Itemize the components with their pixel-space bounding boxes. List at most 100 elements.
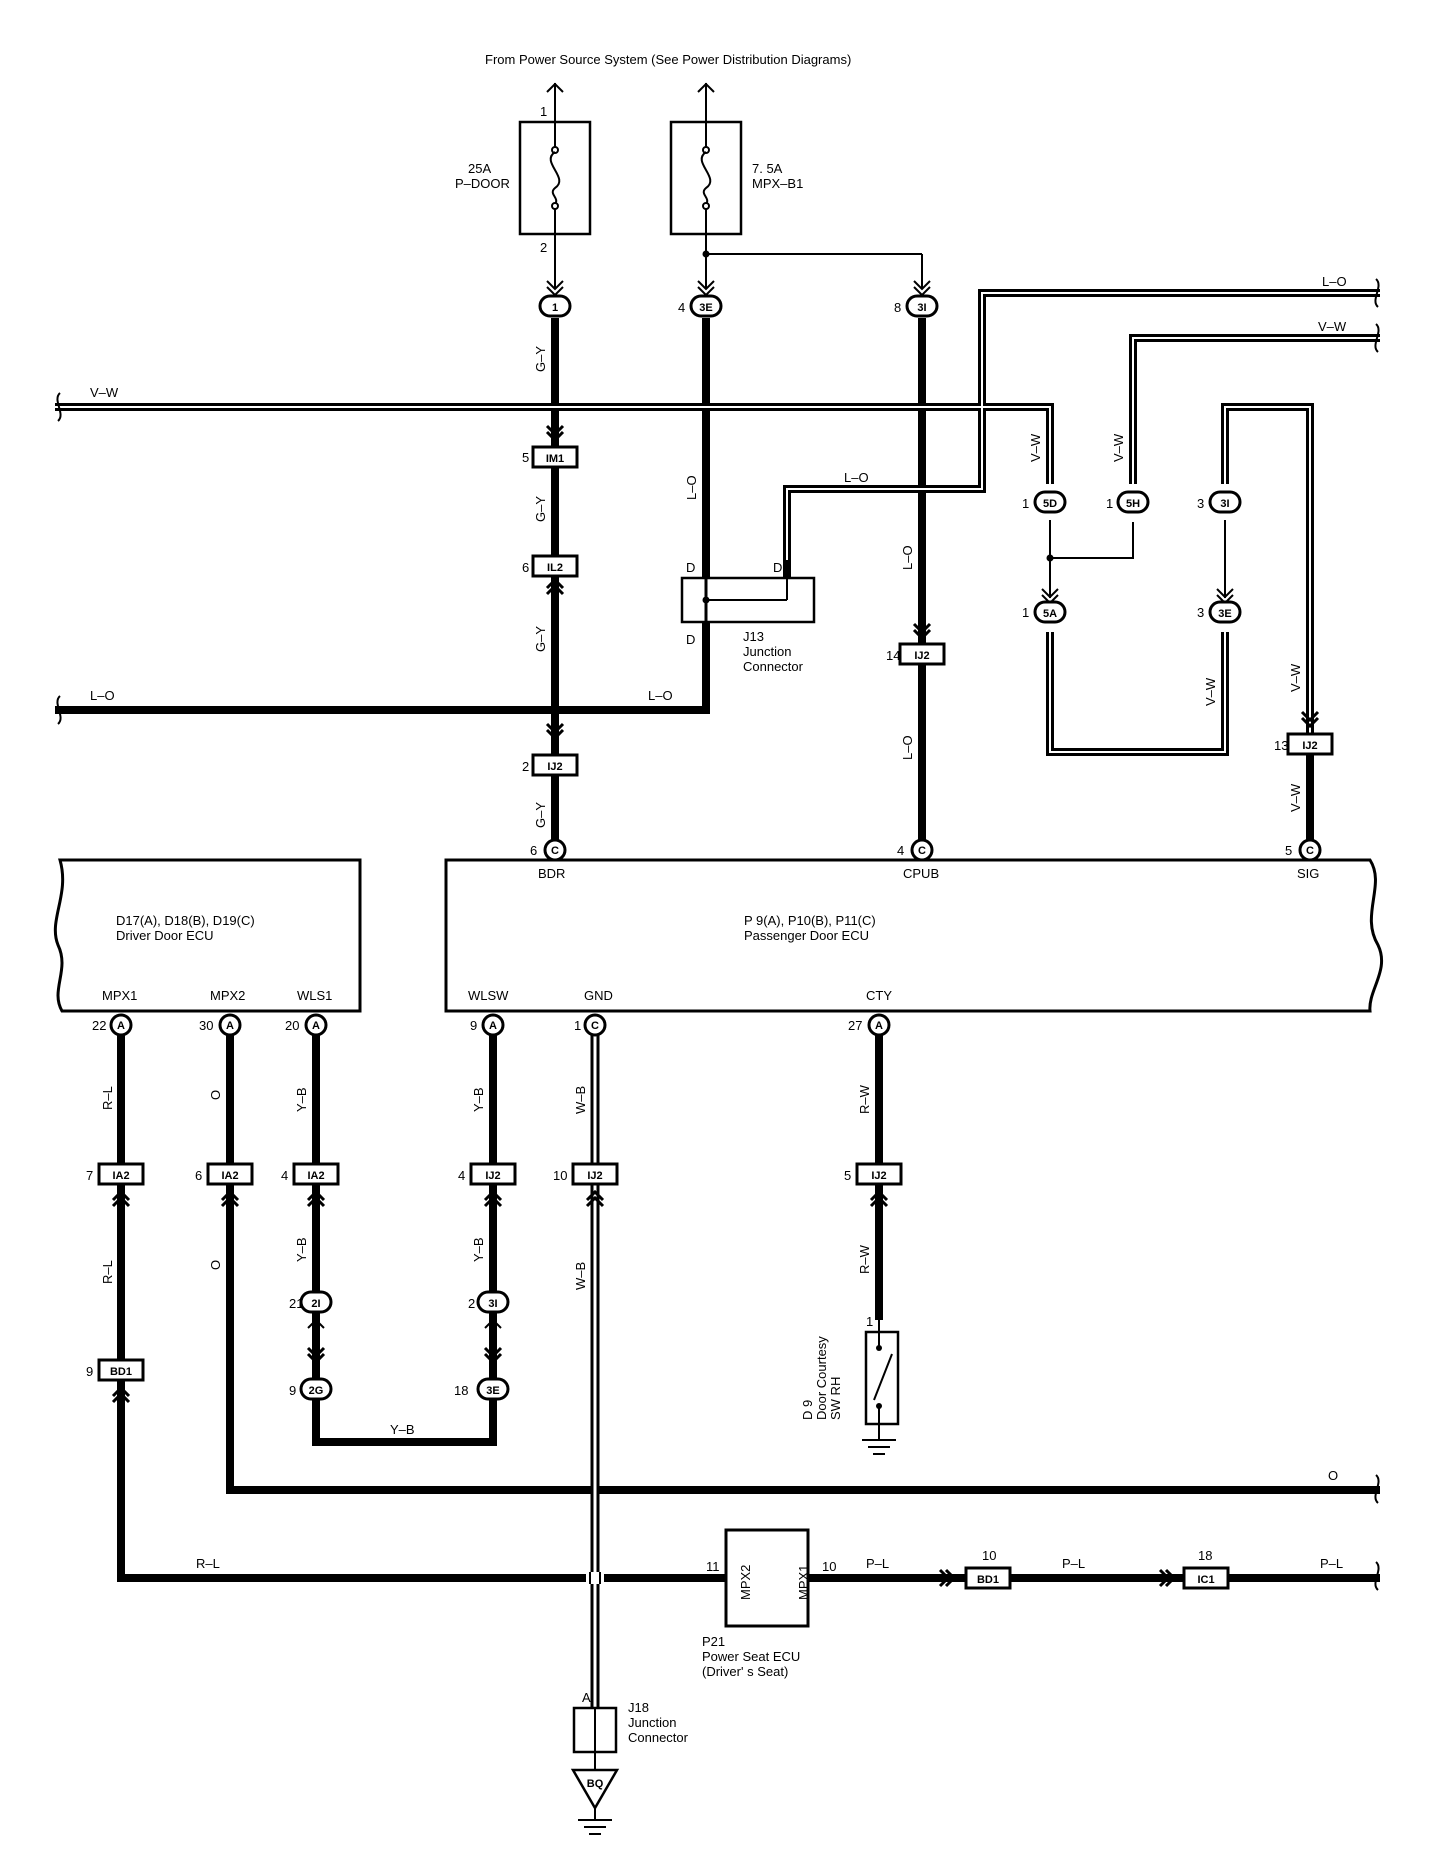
diagram-label: 9	[470, 1018, 477, 1033]
diagram-label: 3E	[1218, 608, 1231, 620]
diagram-label: 6	[522, 560, 529, 575]
connector-ia2-6: 6 IA2	[195, 1162, 254, 1186]
diagram-label: IJ2	[914, 650, 929, 662]
diagram-label: V–W	[1203, 677, 1218, 706]
diagram-label: 6	[530, 843, 537, 858]
diagram-label: IJ2	[587, 1170, 602, 1182]
connector-im1: 5 IM1	[522, 445, 579, 469]
connector-1: 1	[538, 294, 572, 318]
diagram-label: Y–B	[471, 1237, 486, 1262]
diagram-label: J13	[743, 629, 764, 644]
diagram-label: 5A	[1043, 608, 1057, 620]
diagram-label: 2G	[309, 1385, 324, 1397]
diagram-label: L–O	[844, 470, 869, 485]
diagram-label: G–Y	[533, 496, 548, 522]
diagram-label: J18	[628, 1700, 649, 1715]
pin-wlsw-a: 9 A	[470, 1013, 505, 1037]
diagram-label: IJ2	[1302, 740, 1317, 752]
diagram-label: 3	[1197, 605, 1204, 620]
diagram-label: 5H	[1126, 498, 1140, 510]
diagram-label: 2	[540, 240, 547, 255]
diagram-label: Driver Door ECU	[116, 928, 214, 943]
pin-cty-a: 27 A	[848, 1013, 891, 1037]
fuse-p-door: 1 25A P–DOOR 2	[455, 104, 592, 255]
pin-wls1-a: 20 A	[285, 1013, 328, 1037]
pin-sig-c: 5 C	[1285, 838, 1322, 862]
connector-ij2-4: 4 IJ2	[458, 1162, 517, 1186]
connector-5d: 1 5D	[1022, 490, 1067, 514]
connector-3e-top: 4 3E	[678, 294, 723, 318]
diagram-label: P21	[702, 1634, 725, 1649]
diagram-label: 5D	[1043, 498, 1057, 510]
diagram-label: V–W	[1288, 783, 1303, 812]
diagram-label: Y–B	[294, 1237, 309, 1262]
diagram-label: O	[208, 1090, 223, 1100]
diagram-label: A	[875, 1020, 883, 1032]
diagram-label: R–L	[100, 1086, 115, 1110]
diagram-label: Junction	[743, 644, 791, 659]
diagram-label: MPX2	[210, 988, 245, 1003]
diagram-label: C	[551, 845, 559, 857]
diagram-label: O	[1328, 1468, 1338, 1483]
diagram-label: WLS1	[297, 988, 332, 1003]
diagram-label: 3E	[486, 1385, 499, 1397]
diagram-label: 5	[1285, 843, 1292, 858]
diagram-label: D	[686, 632, 695, 647]
passenger-door-ecu: BDR CPUB SIG P 9(A), P10(B), P11(C) Pass…	[444, 858, 1384, 1013]
fuse-p-door-name: P–DOOR	[455, 176, 510, 191]
connector-ij2-2: 2 IJ2	[522, 753, 579, 777]
diagram-label: R–W	[857, 1084, 872, 1114]
connector-ia2-4: 4 IA2	[281, 1162, 340, 1186]
diagram-label: 30	[199, 1018, 213, 1033]
diagram-label: BD1	[977, 1574, 999, 1586]
diagram-label: 18	[1198, 1548, 1212, 1563]
diagram-label: MPX2	[738, 1565, 753, 1600]
diagram-label: 1	[1106, 496, 1113, 511]
diagram-label: 1	[552, 302, 558, 314]
diagram-label: A	[312, 1020, 320, 1032]
j18-junction-connector: A J18 Junction Connector	[572, 1690, 689, 1754]
diagram-label: 4	[281, 1168, 288, 1183]
diagram-label: A	[226, 1020, 234, 1032]
connector-5a: 1 5A	[1022, 600, 1067, 624]
diagram-label: 2	[522, 759, 529, 774]
diagram-label: P–L	[866, 1556, 889, 1571]
diagram-label: 1	[866, 1314, 873, 1329]
diagram-label: BDR	[538, 866, 565, 881]
diagram-label: A	[117, 1020, 125, 1032]
diagram-label: 5	[522, 450, 529, 465]
diagram-label: R–W	[857, 1244, 872, 1274]
diagram-label: 4	[458, 1168, 465, 1183]
fuse-mpx-b1-amps: 7. 5A	[752, 161, 783, 176]
diagram-label: V–W	[1288, 663, 1303, 692]
diagram-label: Connector	[743, 659, 804, 674]
connector-2i: 21 2I	[289, 1290, 333, 1314]
pin-cpub-c: 4 C	[897, 838, 934, 862]
diagram-label: R–L	[100, 1260, 115, 1284]
diagram-label: (Driver' s Seat)	[702, 1664, 788, 1679]
diagram-label: C	[1306, 845, 1314, 857]
pin-mpx2-a: 30 A	[199, 1013, 242, 1037]
diagram-label: 10	[822, 1559, 836, 1574]
connector-il2: 6 IL2	[522, 554, 579, 578]
diagram-label: 2I	[311, 1298, 320, 1310]
diagram-label: Y–B	[471, 1087, 486, 1112]
diagram-label: 18	[454, 1383, 468, 1398]
diagram-label: 10	[553, 1168, 567, 1183]
diagram-label: 1	[540, 104, 547, 119]
diagram-label: 9	[289, 1383, 296, 1398]
diagram-label: MPX1	[796, 1565, 811, 1600]
connector-3i-top: 8 3I	[894, 294, 939, 318]
door-courtesy-switch: 1 D 9 Door Courtesy SW RH	[800, 1314, 900, 1455]
diagram-label: IC1	[1197, 1574, 1214, 1586]
pin-mpx1-a: 22 A	[92, 1013, 133, 1037]
power-source-note: From Power Source System (See Power Dist…	[485, 52, 851, 67]
diagram-label: P–L	[1062, 1556, 1085, 1571]
fuse-p-door-amps: 25A	[468, 161, 491, 176]
diagram-label: IM1	[546, 453, 564, 465]
diagram-label: 1	[574, 1018, 581, 1033]
diagram-label: V–W	[90, 385, 119, 400]
diagram-label: L–O	[900, 545, 915, 570]
diagram-label: 3I	[917, 302, 926, 314]
